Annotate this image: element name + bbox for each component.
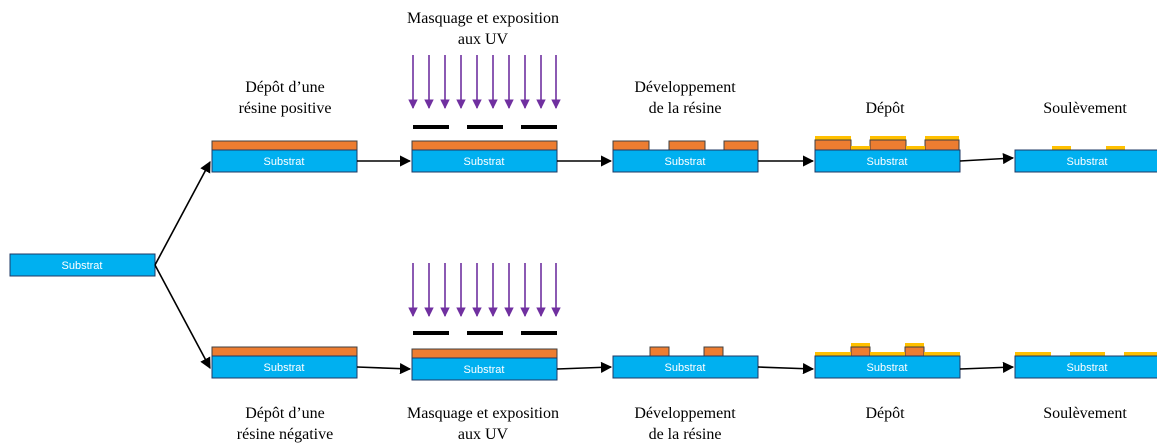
negative-step2-label-line2: aux UV <box>458 426 509 443</box>
negative-step3-label-line2: de la résine <box>649 426 722 443</box>
negative-step2-substrate-label: Substrat <box>464 364 505 376</box>
negative-step4-label: Dépôt <box>865 405 905 422</box>
negative-step5-substrate-label: Substrat <box>1067 362 1108 374</box>
negative-step1-label-line2: résine négative <box>237 426 333 443</box>
positive-step3-label-line2: de la résine <box>649 100 722 117</box>
negative-step1-substrate-label: Substrat <box>264 362 305 374</box>
positive-step3-substrate-label: Substrat <box>665 156 706 168</box>
negative-step3-substrate-label: Substrat <box>665 362 706 374</box>
negative-step4-substrate-label: Substrat <box>867 362 908 374</box>
positive-step1-substrate-label: Substrat <box>264 156 305 168</box>
positive-step4-substrate-label: Substrat <box>867 156 908 168</box>
positive-step3-label-line1: Développement <box>634 79 736 96</box>
negative-step5-label: Soulèvement <box>1043 405 1127 422</box>
negative-step2-stack: Substrat <box>408 263 561 381</box>
start-substrate: Substrat <box>9 253 156 277</box>
positive-step1-label-line2: résine positive <box>239 100 332 117</box>
positive-step5-stack: Substrat <box>1014 146 1157 173</box>
positive-arrow-4 <box>959 152 1015 165</box>
positive-step1-label-line1: Dépôt d’une <box>245 79 325 96</box>
negative-row: Dépôt d’une résine négative Masquage et … <box>211 263 1157 443</box>
branch-arrow-positive <box>154 161 211 266</box>
negative-step3-stack: Substrat <box>612 346 759 379</box>
negative-step3-label-line1: Développement <box>634 405 736 422</box>
negative-arrow-3 <box>757 363 815 375</box>
negative-mask <box>413 331 557 335</box>
positive-step4-label: Dépôt <box>865 100 905 117</box>
negative-step1-label-line1: Dépôt d’une <box>245 405 325 422</box>
positive-step4-stack: Substrat <box>814 136 961 173</box>
negative-step2-label-line1: Masquage et exposition <box>407 405 559 422</box>
positive-step5-substrate-label: Substrat <box>1067 156 1108 168</box>
branch-arrow-negative <box>154 264 211 369</box>
positive-step5-label: Soulèvement <box>1043 100 1127 117</box>
positive-step3-stack: Substrat <box>612 140 759 173</box>
positive-step2-label-line1: Masquage et exposition <box>407 10 559 27</box>
positive-mask <box>413 125 557 129</box>
positive-step2-substrate-label: Substrat <box>464 156 505 168</box>
negative-step1-stack: Substrat <box>211 346 358 379</box>
negative-arrow-4 <box>959 361 1015 373</box>
positive-step2-label-line2: aux UV <box>458 31 509 48</box>
positive-step2-stack: Substrat <box>408 55 561 173</box>
negative-step4-stack: Substrat <box>814 343 961 379</box>
positive-row: Dépôt d’une résine positive Masquage et … <box>211 10 1157 173</box>
positive-uv-arrows <box>408 55 561 109</box>
negative-arrow-1 <box>356 363 412 375</box>
negative-step5-stack: Substrat <box>1014 352 1157 379</box>
negative-arrow-2 <box>556 361 613 373</box>
negative-uv-arrows <box>408 263 561 317</box>
start-substrate-label: Substrat <box>62 260 103 272</box>
positive-step1-stack: Substrat <box>211 140 358 173</box>
